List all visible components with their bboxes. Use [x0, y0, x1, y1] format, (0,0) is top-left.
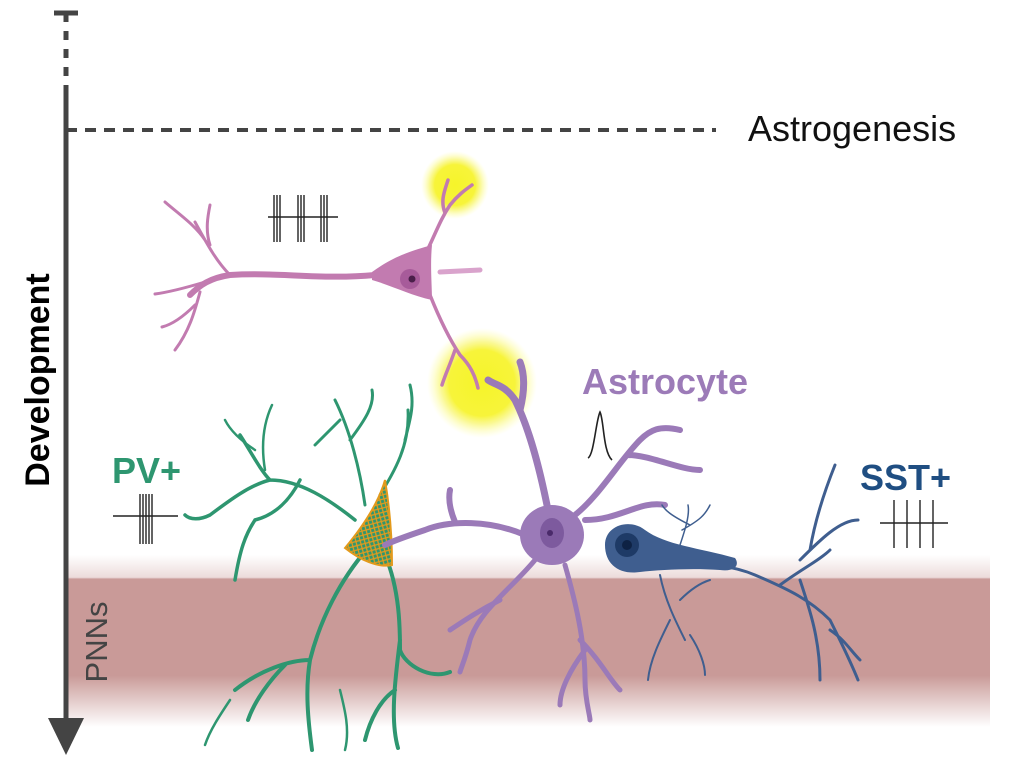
astrocyte-nucleolus [547, 530, 553, 536]
astrocyte [382, 358, 703, 723]
astrocyte-label: Astrocyte [582, 361, 748, 402]
pyramidal-nucleolus [408, 275, 416, 283]
development-label: Development [19, 273, 57, 487]
spike-train-sst [880, 500, 948, 548]
pyramidal-neuron [153, 178, 483, 390]
spike-train-pyramidal [268, 195, 338, 242]
sst-neuron [643, 463, 862, 682]
pv-neuron [183, 383, 452, 752]
activity-glow [421, 151, 489, 219]
pyramidal-soma [372, 245, 432, 300]
astrogenesis-label: Astrogenesis [748, 108, 956, 149]
axis-arrowhead [48, 718, 84, 755]
spike-train-pv [113, 494, 178, 544]
development-axis [54, 10, 78, 722]
sst-label: SST+ [860, 457, 951, 498]
pv-label: PV+ [112, 450, 181, 491]
calcium-transient-icon [587, 410, 613, 461]
pnn-band [65, 555, 990, 727]
pnns-label: PNNs [79, 602, 114, 683]
pnn-mesh [345, 480, 392, 566]
sst-soma [605, 524, 737, 573]
sst-nucleolus [622, 540, 632, 550]
